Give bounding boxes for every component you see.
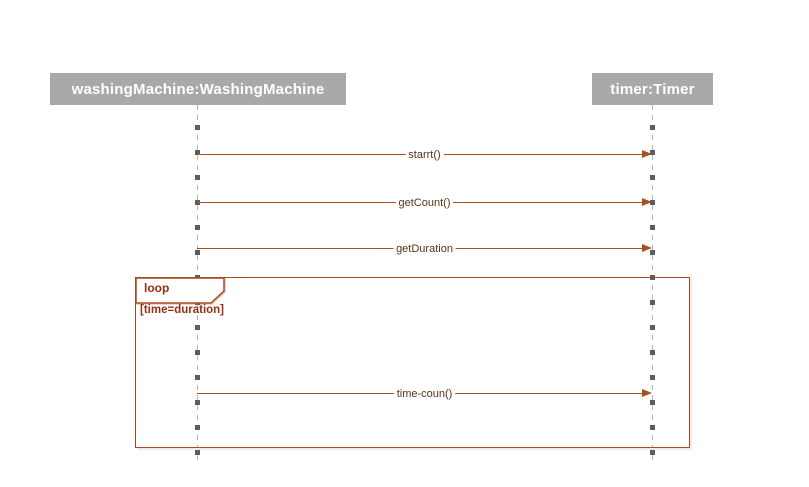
arrowhead-icon (642, 389, 652, 397)
lifeline-head-washing-machine[interactable]: washingMachine:WashingMachine (50, 73, 346, 105)
arrowhead-icon (642, 150, 652, 158)
fragment-operator-label: loop (144, 281, 170, 295)
fragment-operator-tab (134, 276, 227, 305)
message-label[interactable]: starrt() (405, 149, 444, 161)
arrowhead-icon (642, 244, 652, 252)
fragment-guard[interactable]: [time=duration] (140, 304, 225, 316)
message-label[interactable]: getDuration (393, 243, 456, 255)
message-label[interactable]: getCount() (395, 197, 454, 209)
arrowhead-icon (642, 198, 652, 206)
lifeline-label: timer:Timer (610, 80, 695, 98)
lifeline-pips (650, 105, 655, 463)
lifeline-label: washingMachine:WashingMachine (71, 80, 325, 98)
lifeline-head-timer[interactable]: timer:Timer (592, 73, 713, 105)
message-label[interactable]: time-coun() (393, 388, 456, 400)
loop-fragment[interactable]: loop [time=duration] (134, 276, 690, 448)
lifeline-timer[interactable] (649, 105, 656, 463)
